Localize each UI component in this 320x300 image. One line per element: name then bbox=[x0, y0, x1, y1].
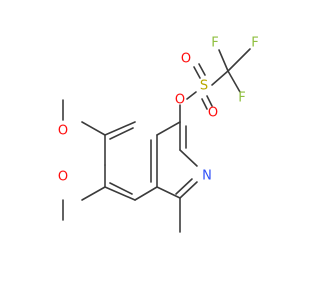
bond-c4a-c5 bbox=[104, 121, 136, 136]
bond-o-triflate-s bbox=[186, 91, 197, 100]
chemical-structure-diagram: O S O O F F F O O N bbox=[58, 36, 259, 233]
bond-c6-o6 bbox=[81, 121, 106, 136]
double-bond-c1-n2 bbox=[175, 178, 193, 195]
bond-group bbox=[62, 48, 251, 233]
bond-c7-o7 bbox=[81, 186, 106, 201]
oxygen-sulfonyl-top-label: O bbox=[181, 52, 191, 67]
bond-c4a-c4 bbox=[156, 121, 181, 136]
atom-label-group: O S O O F F F O O N bbox=[58, 36, 259, 185]
fluorine-top-right-label: F bbox=[251, 36, 258, 51]
nitrogen-ring-label: N bbox=[202, 169, 212, 184]
bond-cf3-f-top-left bbox=[218, 49, 229, 72]
oxygen-sulfonyl-bottom-label: O bbox=[208, 106, 218, 121]
fluorine-right-label: F bbox=[238, 91, 245, 106]
bond-c8-c8a bbox=[134, 186, 158, 201]
bond-c1-c8a bbox=[156, 186, 181, 199]
fluorine-top-left-label: F bbox=[211, 36, 218, 51]
double-bond-c7 bbox=[109, 182, 133, 195]
oxygen-triflate-label: O bbox=[175, 93, 185, 108]
bond-s-o-bottom bbox=[206, 95, 213, 107]
bond-cf3-f-right bbox=[227, 70, 241, 93]
oxygen-methoxy-7-label: O bbox=[58, 170, 68, 185]
bond-cf3-f-top-right bbox=[227, 48, 251, 72]
bond-s-o-bottom-double bbox=[201, 98, 208, 110]
sulfur-label: S bbox=[200, 79, 208, 94]
bond-s-o-top-double bbox=[198, 63, 206, 76]
bond-s-o-top bbox=[193, 66, 201, 79]
oxygen-methoxy-6-label: O bbox=[58, 124, 68, 139]
bond-s-cf3 bbox=[211, 70, 229, 86]
bond-c3-n2 bbox=[179, 149, 198, 167]
bond-c7-c8 bbox=[104, 186, 136, 201]
bond-n2-c1 bbox=[179, 181, 198, 199]
double-bond-c5 bbox=[109, 127, 134, 140]
